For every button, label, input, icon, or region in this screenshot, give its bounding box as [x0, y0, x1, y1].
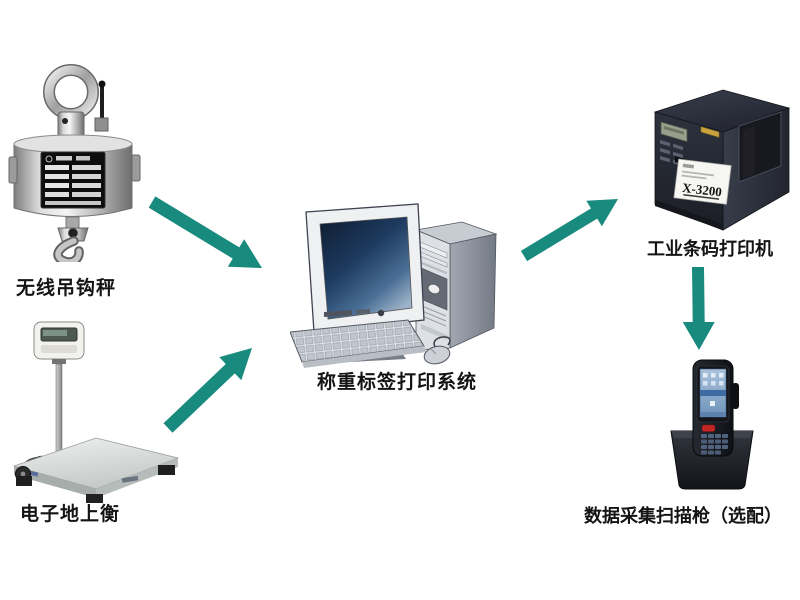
- node-data-collection-scanner: [655, 357, 770, 490]
- printer-buttons: [660, 140, 683, 167]
- label-wireless-crane-scale: 无线吊钩秤: [16, 278, 117, 299]
- printer-model-text: X-3200: [681, 180, 722, 200]
- monitor-screen: [319, 216, 413, 320]
- label-electronic-floor-scale: 电子地上衡: [20, 504, 121, 525]
- node-electronic-floor-scale: [4, 318, 186, 504]
- scan-button: [701, 424, 716, 432]
- crane-scale-icon: [8, 64, 141, 262]
- mouse: [423, 345, 451, 365]
- pc-tower: [414, 221, 498, 351]
- arrow-printer-to-scanner: [682, 267, 715, 350]
- monitor-power-button: [377, 309, 385, 317]
- arrow-crane-to-computer: [148, 196, 262, 268]
- indicator-pole: [55, 363, 63, 459]
- spec-label-panel: [40, 151, 106, 209]
- power-button: [427, 283, 441, 295]
- mouse-cable: [433, 336, 451, 349]
- desktop-computer-icon: [290, 203, 498, 368]
- label-industrial-barcode-printer: 工业条码打印机: [647, 239, 773, 259]
- label-data-collection-scanner: 数据采集扫描枪（选配）: [584, 506, 782, 526]
- scanner-keypad: [701, 434, 728, 455]
- node-wireless-crane-scale: [8, 62, 143, 262]
- shackle-clamp: [57, 111, 85, 138]
- handheld-scanner-icon: [670, 359, 754, 490]
- scanner-trigger: [732, 383, 739, 409]
- printer-brand-badge: [700, 126, 720, 138]
- node-industrial-barcode-printer: X-3200: [645, 82, 797, 234]
- node-weighing-label-print-system: [290, 202, 500, 368]
- arrow-computer-to-printer: [520, 199, 618, 262]
- printed-label: X-3200: [673, 158, 732, 205]
- barcode-printer-icon: X-3200: [653, 89, 791, 231]
- floor-scale-icon: [12, 321, 180, 503]
- antenna: [100, 86, 104, 120]
- label-weighing-label-print-system: 称重标签打印系统: [317, 372, 478, 393]
